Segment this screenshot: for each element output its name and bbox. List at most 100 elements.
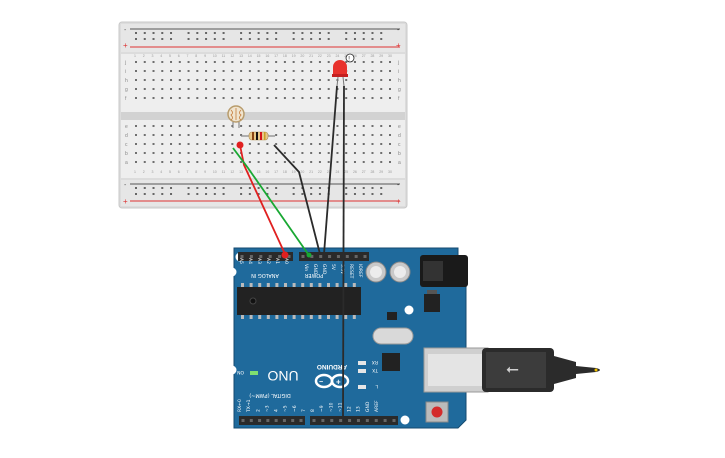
grid-hole[interactable] [143,134,146,136]
grid-hole[interactable] [240,125,243,127]
grid-hole[interactable] [152,152,155,154]
rail-hole[interactable] [135,187,137,189]
rail-hole[interactable] [318,38,321,40]
rail-hole[interactable] [292,38,295,40]
rail-hole[interactable] [135,193,137,195]
rail-hole[interactable] [196,38,199,40]
grid-hole[interactable] [327,79,330,81]
grid-hole[interactable] [345,88,348,90]
grid-hole[interactable] [213,152,216,154]
rail-hole[interactable] [371,187,374,189]
grid-hole[interactable] [222,70,225,72]
grid-hole[interactable] [222,152,225,154]
grid-hole[interactable] [266,88,269,90]
grid-hole[interactable] [301,161,304,163]
rail-hole[interactable] [310,38,313,40]
rail-hole[interactable] [196,32,199,34]
rail-hole[interactable] [152,32,155,34]
grid-hole[interactable] [196,61,199,63]
grid-hole[interactable] [310,143,313,145]
rail-hole[interactable] [362,193,365,195]
grid-hole[interactable] [213,134,216,136]
grid-hole[interactable] [318,143,321,145]
grid-hole[interactable] [170,125,173,127]
grid-hole[interactable] [380,134,383,136]
grid-hole[interactable] [310,134,313,136]
grid-hole[interactable] [275,79,278,81]
grid-hole[interactable] [205,161,208,163]
grid-hole[interactable] [161,70,164,72]
grid-hole[interactable] [152,125,155,127]
grid-hole[interactable] [353,70,356,72]
grid-hole[interactable] [161,125,164,127]
header-pin[interactable] [345,255,349,258]
grid-hole[interactable] [161,79,164,81]
rail-hole[interactable] [205,38,208,40]
grid-hole[interactable] [205,61,208,63]
grid-hole[interactable] [389,161,391,163]
rail-hole[interactable] [310,187,313,189]
rail-hole[interactable] [205,187,208,189]
grid-hole[interactable] [362,88,365,90]
grid-hole[interactable] [266,161,269,163]
grid-hole[interactable] [257,125,260,127]
grid-hole[interactable] [292,143,295,145]
grid-hole[interactable] [283,97,286,99]
rail-hole[interactable] [187,38,190,40]
usb-cable-plug[interactable]: ⭠ [482,348,600,392]
grid-hole[interactable] [266,143,269,145]
grid-hole[interactable] [222,161,225,163]
grid-hole[interactable] [353,61,356,63]
grid-hole[interactable] [222,61,225,63]
grid-hole[interactable] [170,79,173,81]
header-pin[interactable] [328,255,332,258]
rail-hole[interactable] [266,187,269,189]
grid-hole[interactable] [143,88,146,90]
grid-hole[interactable] [161,143,164,145]
rail-hole[interactable] [161,32,164,34]
grid-hole[interactable] [231,79,234,81]
grid-hole[interactable] [135,61,137,63]
rail-hole[interactable] [345,38,348,40]
grid-hole[interactable] [178,79,181,81]
grid-hole[interactable] [161,97,164,99]
grid-hole[interactable] [275,152,278,154]
rail-hole[interactable] [380,38,383,40]
rail-hole[interactable] [213,38,216,40]
grid-hole[interactable] [327,70,330,72]
grid-hole[interactable] [248,161,251,163]
rail-hole[interactable] [143,187,146,189]
grid-hole[interactable] [231,97,234,99]
rail-hole[interactable] [170,32,173,34]
grid-hole[interactable] [248,143,251,145]
grid-hole[interactable] [292,125,295,127]
header-pin[interactable] [365,419,369,422]
grid-hole[interactable] [161,134,164,136]
grid-hole[interactable] [187,70,190,72]
grid-hole[interactable] [371,79,374,81]
grid-hole[interactable] [135,97,137,99]
grid-hole[interactable] [257,70,260,72]
grid-hole[interactable] [362,134,365,136]
rail-hole[interactable] [353,193,356,195]
rail-hole[interactable] [275,32,278,34]
grid-hole[interactable] [380,143,383,145]
grid-hole[interactable] [187,152,190,154]
grid-hole[interactable] [266,125,269,127]
grid-hole[interactable] [178,134,181,136]
rail-hole[interactable] [248,38,251,40]
grid-hole[interactable] [240,70,243,72]
header-pin[interactable] [278,255,282,258]
grid-hole[interactable] [196,134,199,136]
grid-hole[interactable] [231,143,234,145]
rail-hole[interactable] [161,187,164,189]
grid-hole[interactable] [318,97,321,99]
grid-hole[interactable] [187,143,190,145]
grid-hole[interactable] [292,79,295,81]
grid-hole[interactable] [389,88,391,90]
grid-hole[interactable] [257,97,260,99]
grid-hole[interactable] [231,70,234,72]
grid-hole[interactable] [283,143,286,145]
grid-hole[interactable] [301,134,304,136]
grid-hole[interactable] [292,134,295,136]
